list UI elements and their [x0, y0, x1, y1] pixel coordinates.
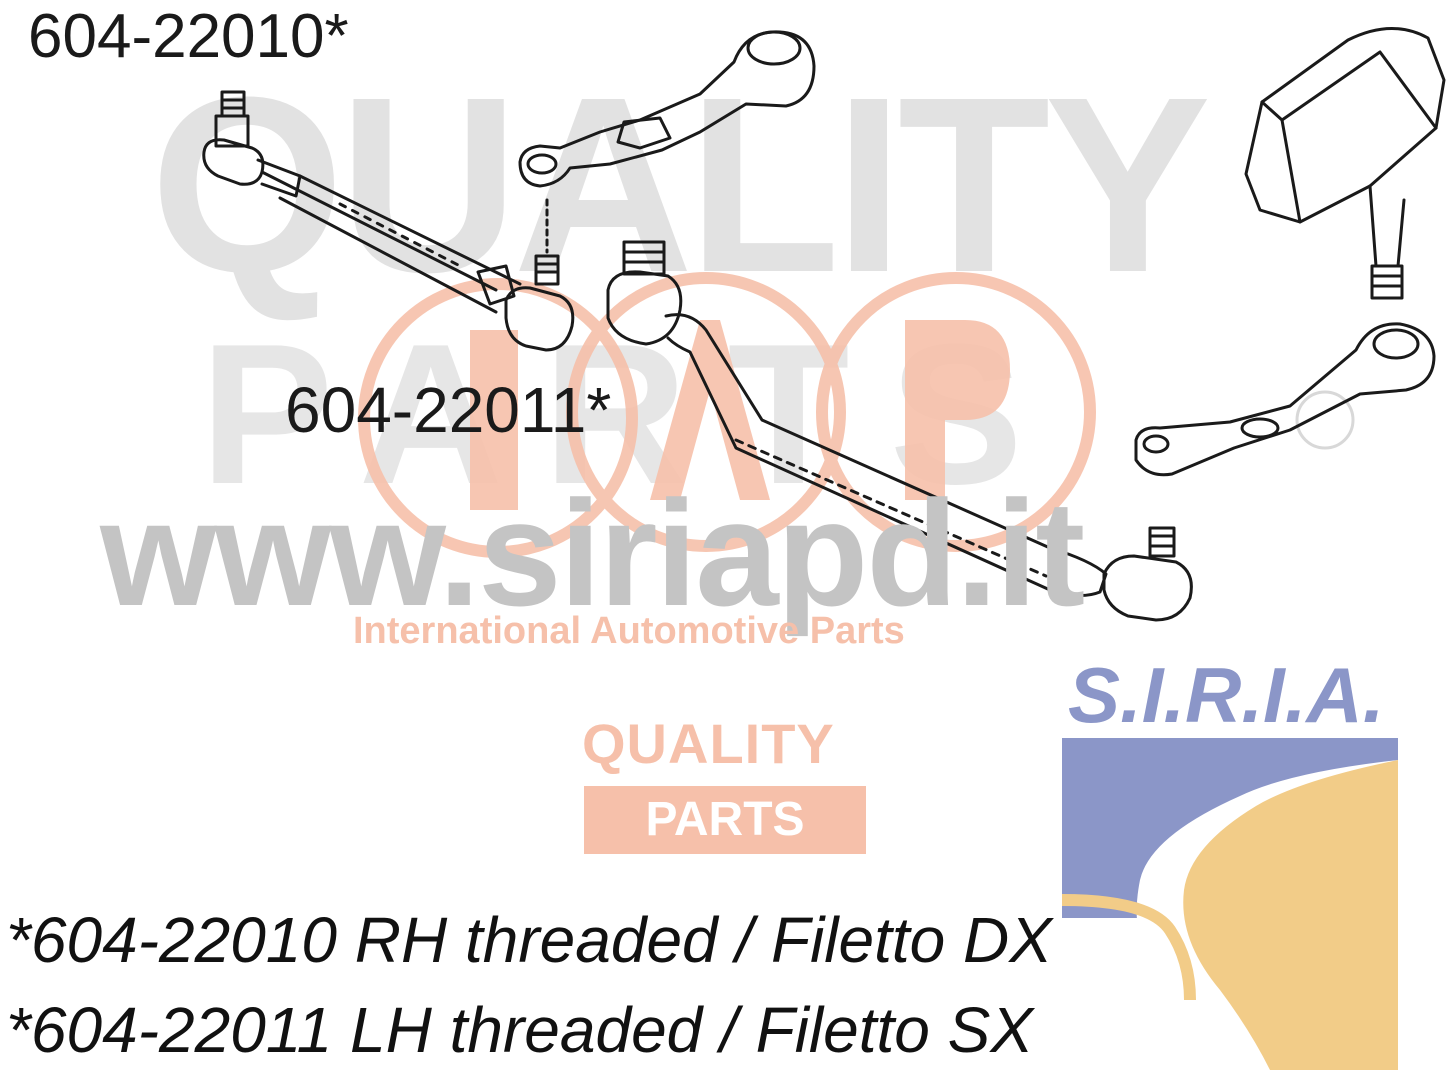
iap-letter-a: [650, 320, 770, 500]
iap-letter-p: [905, 320, 1010, 500]
registered-small-icon: ®: [846, 790, 855, 804]
watermark-website: www.siriapd.it: [100, 469, 1085, 637]
note-lh-threaded: *604-22011 LH threaded / Filetto SX: [6, 994, 1034, 1066]
iap-circle-a: [566, 272, 846, 552]
tie-rod-end-right: [1102, 526, 1193, 622]
siria-logo-text: S.I.R.I.A.: [1068, 651, 1384, 739]
steering-gear-box: [1244, 27, 1446, 300]
quality-parts-logo-line2: PARTS: [584, 786, 866, 854]
pitman-arm: [1134, 322, 1436, 477]
idler-arm: [518, 30, 816, 188]
part-label-604-22010: 604-22010*: [28, 2, 349, 71]
quality-parts-logo-line1: QUALITY: [582, 712, 835, 775]
iap-letter-i: [470, 330, 518, 510]
siria-logo-gold-swoosh: [1183, 760, 1398, 1070]
tie-rod-end-middle: [504, 198, 575, 352]
iap-circle-i: [358, 278, 638, 558]
part-label-604-22011: 604-22011*: [285, 374, 612, 446]
watermark-tagline: International Automotive Parts: [353, 610, 905, 652]
registered-mark-icon: [1295, 390, 1355, 450]
tie-rod-tube: [260, 170, 522, 314]
note-rh-threaded: *604-22010 RH threaded / Filetto DX: [6, 904, 1052, 976]
